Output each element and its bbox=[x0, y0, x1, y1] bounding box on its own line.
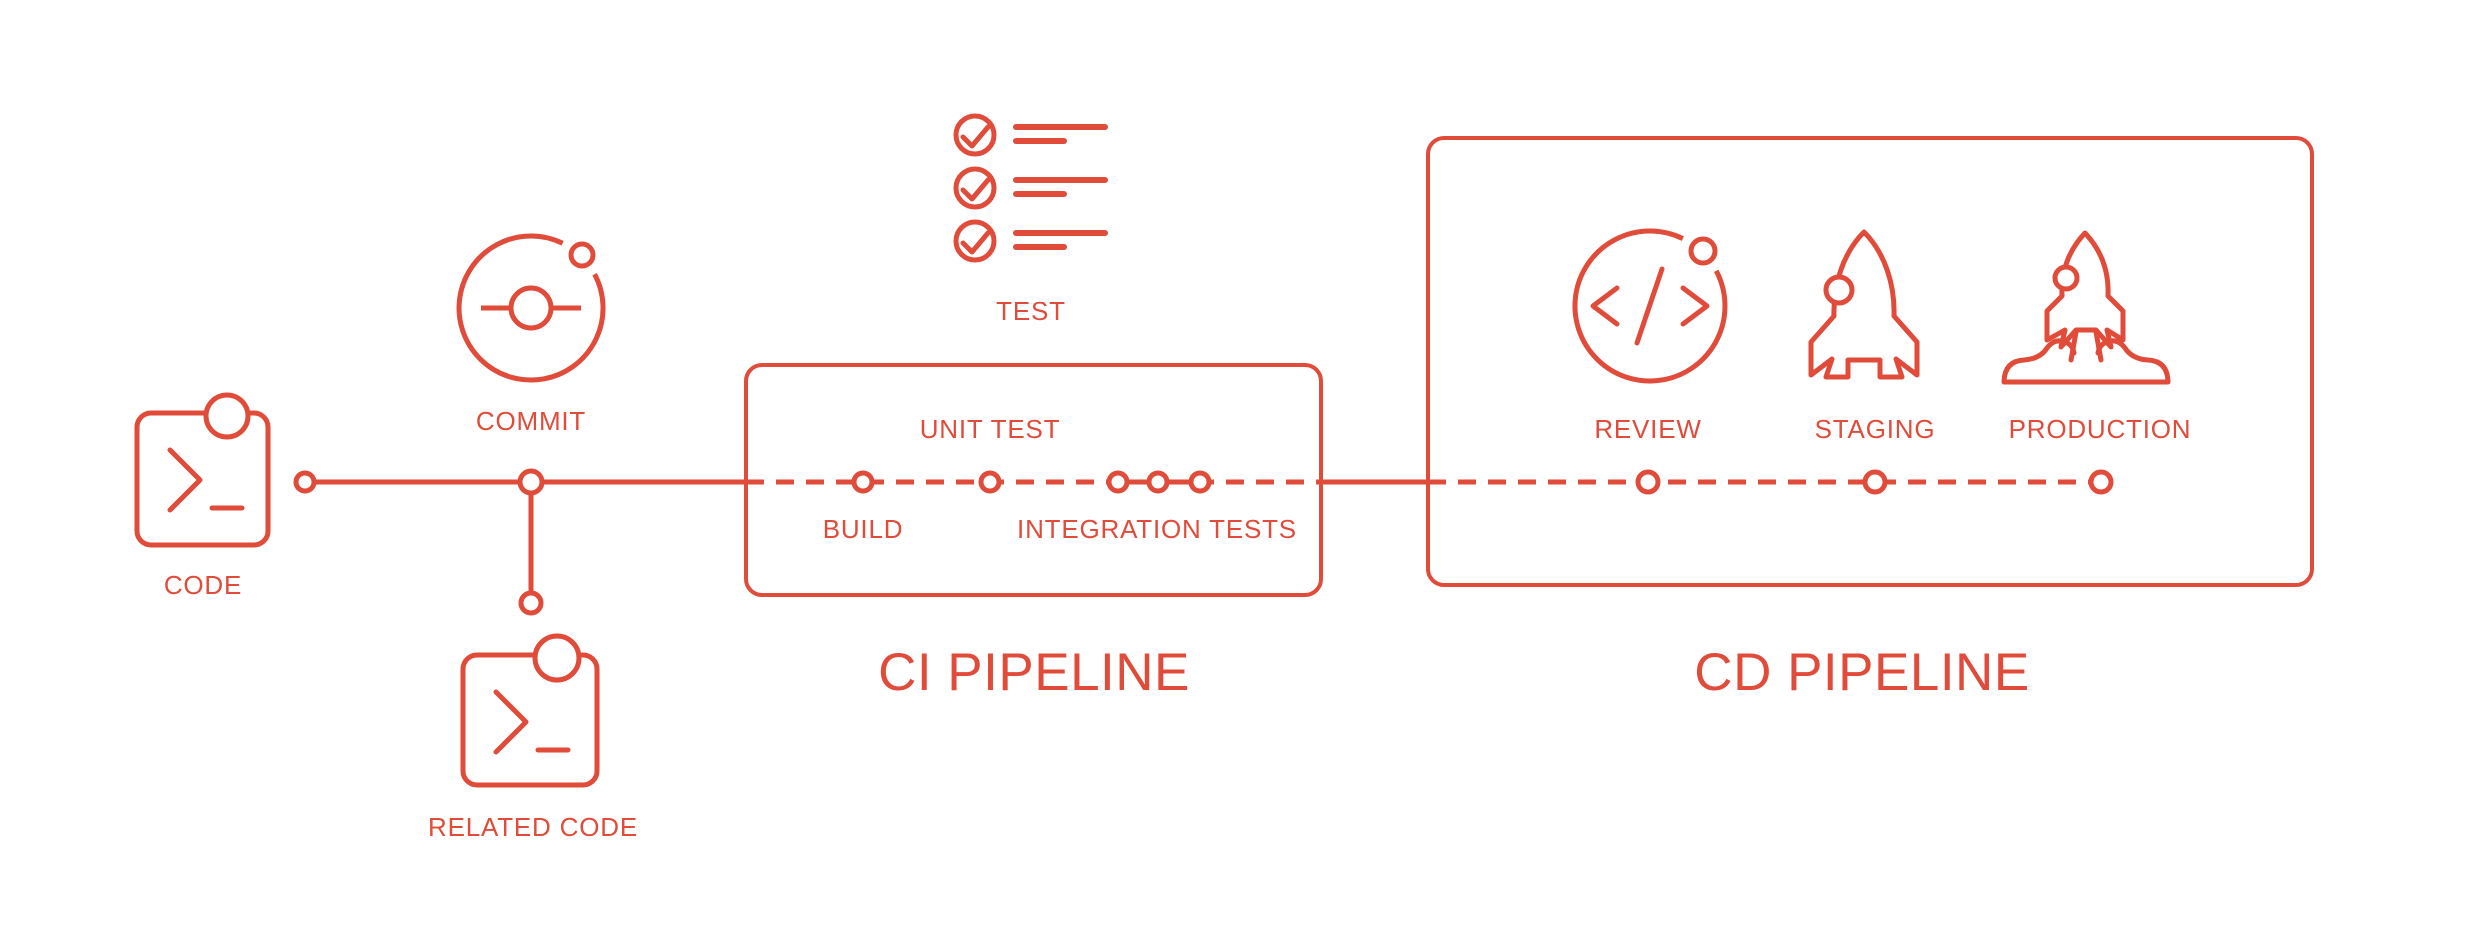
code-review-icon bbox=[1572, 228, 1728, 384]
cd-pipeline-box bbox=[1426, 136, 2314, 587]
label-related-code: RELATED CODE bbox=[428, 812, 638, 842]
label-code: CODE bbox=[163, 570, 243, 600]
label-test: TEST bbox=[996, 296, 1066, 326]
label-staging: STAGING bbox=[1814, 414, 1936, 444]
label-integration-tests: INTEGRATION TESTS bbox=[1017, 514, 1297, 544]
smoke-cloud-left bbox=[2001, 338, 2077, 384]
checklist-row bbox=[953, 166, 1108, 210]
checklist-row bbox=[953, 219, 1108, 263]
terminal-code-icon bbox=[460, 633, 600, 788]
node-commit bbox=[517, 468, 545, 496]
node-production bbox=[2088, 469, 2114, 495]
node-integration-1 bbox=[1106, 470, 1130, 494]
node-staging bbox=[1862, 469, 1888, 495]
git-commit-icon bbox=[456, 233, 606, 383]
ci-pipeline-box bbox=[744, 363, 1323, 597]
label-build: BUILD bbox=[822, 514, 904, 544]
rocket-icon bbox=[1808, 229, 1920, 380]
ci-pipeline-title: CI PIPELINE bbox=[878, 643, 1190, 702]
rocket-launch-icon bbox=[2001, 230, 2171, 385]
node-review bbox=[1635, 469, 1661, 495]
smoke-cloud-right bbox=[2095, 338, 2171, 384]
checklist-row bbox=[953, 113, 1108, 157]
node-build bbox=[851, 470, 875, 494]
checklist-icon bbox=[953, 113, 1108, 263]
node-start bbox=[293, 470, 317, 494]
node-related-code bbox=[518, 590, 544, 616]
node-integration-2 bbox=[1146, 470, 1170, 494]
label-commit: COMMIT bbox=[475, 406, 587, 436]
node-integration-3 bbox=[1188, 470, 1212, 494]
pipeline-nodes bbox=[293, 468, 2114, 616]
label-unit-test: UNIT TEST bbox=[919, 414, 1061, 444]
label-review: REVIEW bbox=[1594, 414, 1702, 444]
node-unit-test bbox=[978, 470, 1002, 494]
cd-pipeline-title: CD PIPELINE bbox=[1694, 643, 2030, 702]
label-production: PRODUCTION bbox=[2008, 414, 2192, 444]
terminal-code-icon bbox=[134, 392, 271, 548]
